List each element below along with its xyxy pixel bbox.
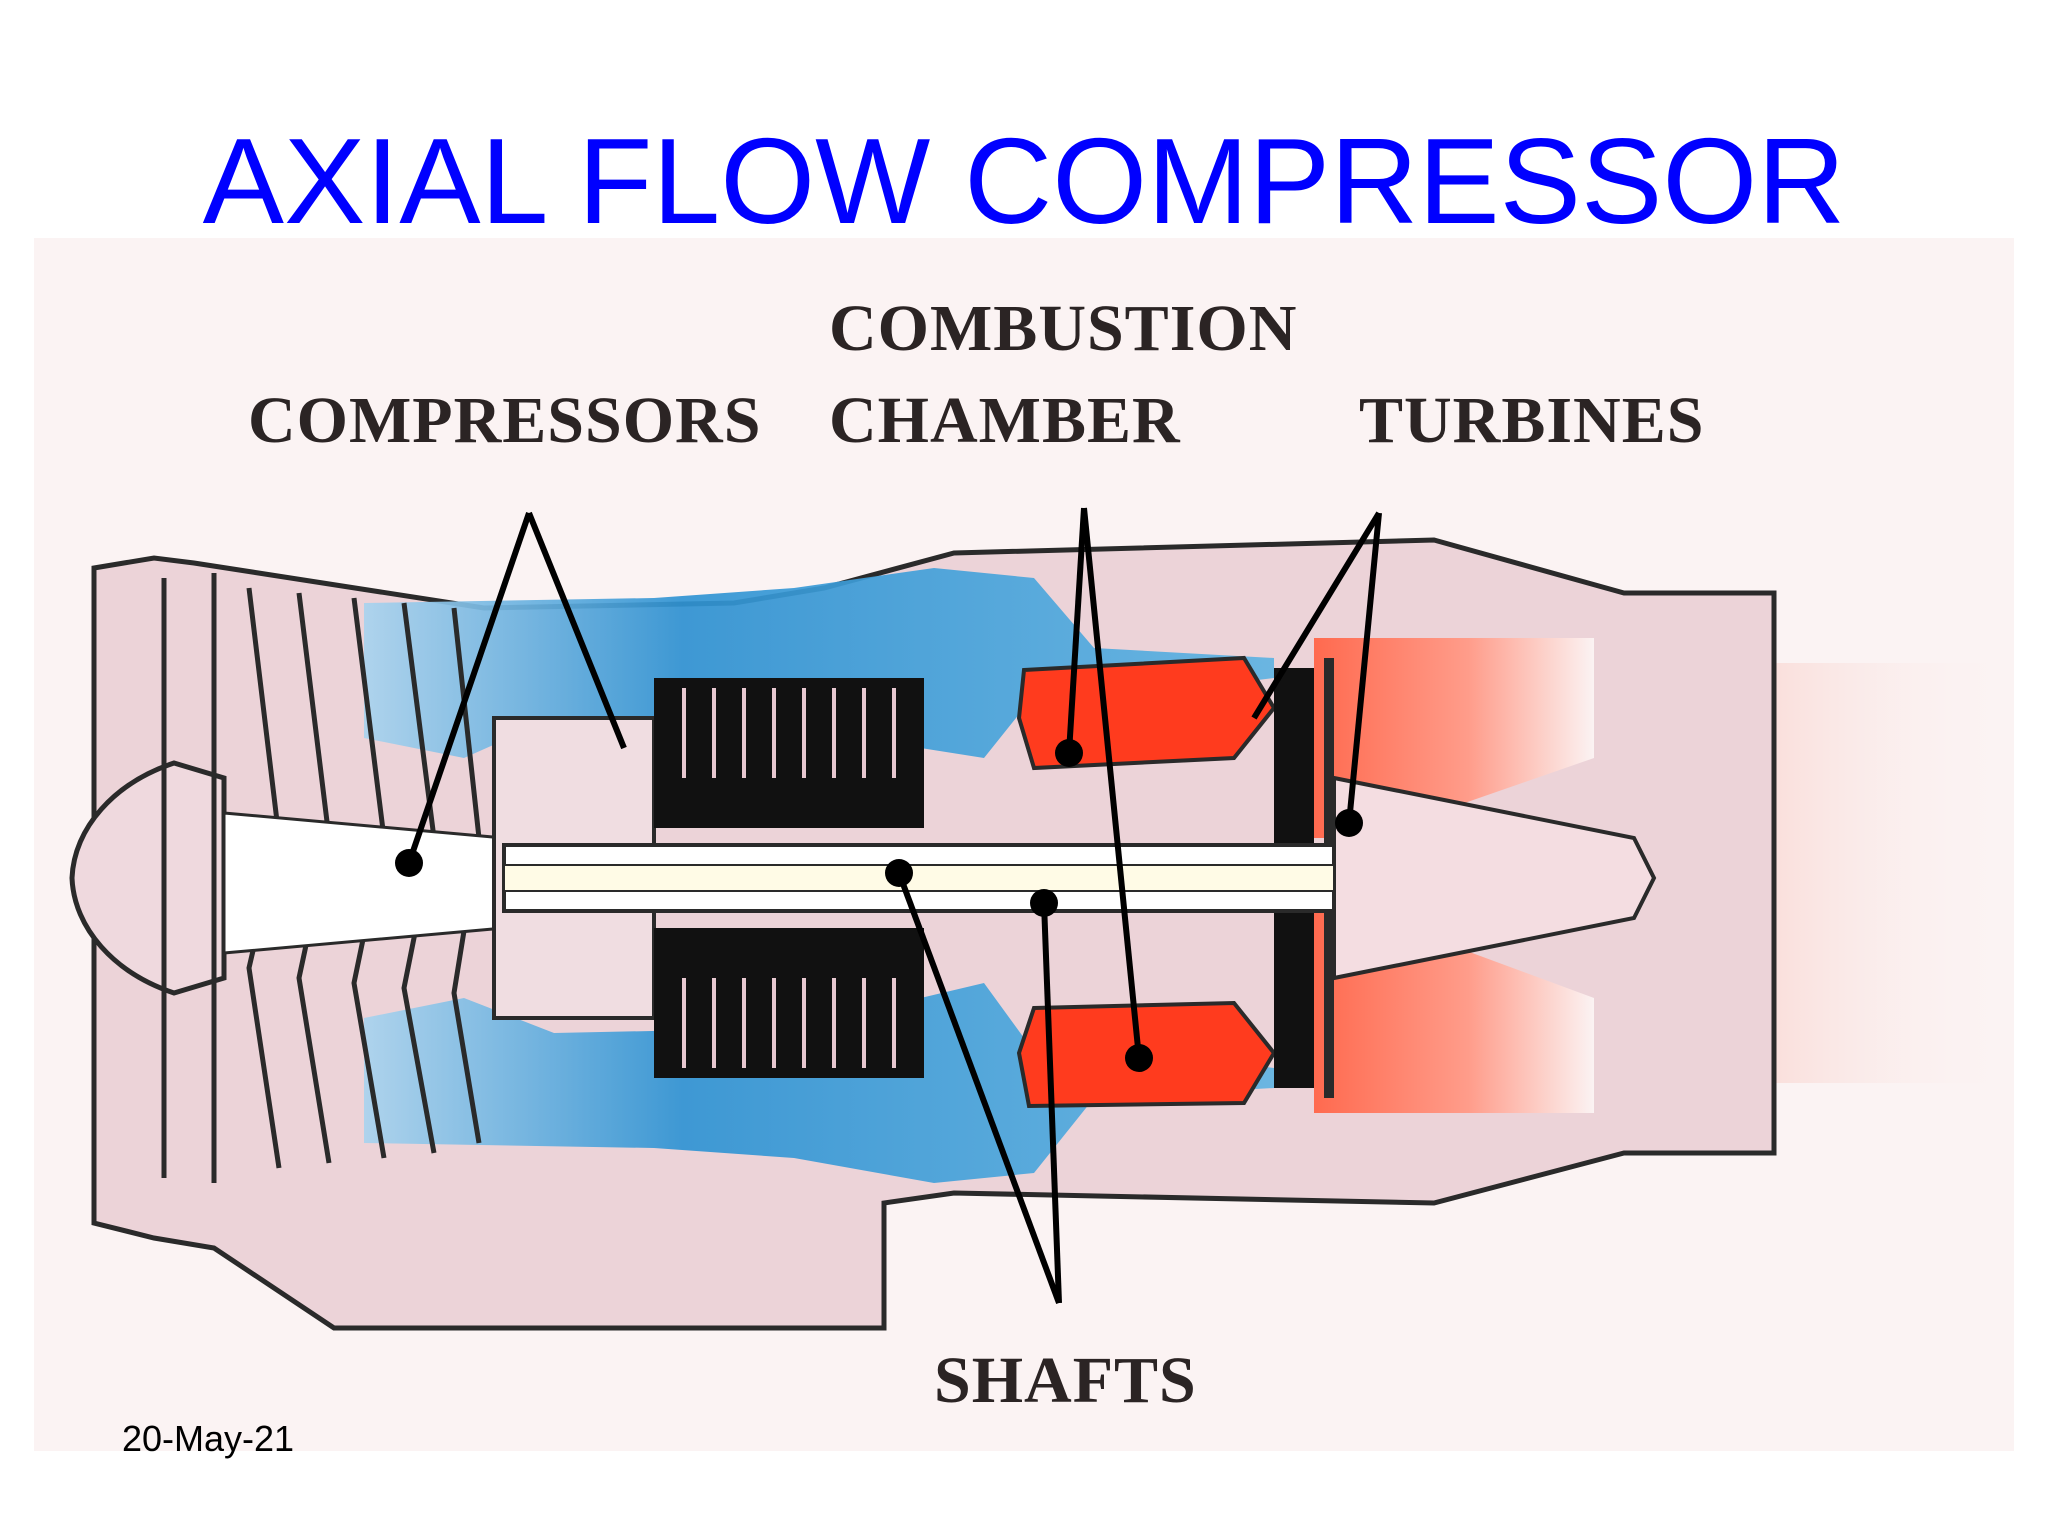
slide-date: 20-May-21 xyxy=(122,1418,295,1459)
hp-compressor-blades-lower xyxy=(654,928,924,1078)
engine-diagram: COMPRESSORS COMBUSTION CHAMBER TURBINES … xyxy=(34,238,2014,1451)
slide-title: AXIAL FLOW COMPRESSOR xyxy=(202,113,1846,249)
label-shafts: SHAFTS xyxy=(934,1344,1197,1417)
cold-air-upper xyxy=(364,568,1274,758)
combustion-chamber-upper xyxy=(1016,655,1277,771)
tail-cone xyxy=(1332,775,1657,981)
cold-air-lower xyxy=(364,983,1274,1183)
label-compressors: COMPRESSORS xyxy=(248,384,762,457)
label-turbines: TURBINES xyxy=(1359,384,1705,457)
engine-cutaway xyxy=(69,507,2014,1331)
exhaust-nozzle xyxy=(1624,590,1777,1156)
compressor-hub xyxy=(222,811,506,955)
hp-compressor-blades-upper xyxy=(654,678,924,828)
leader-dots xyxy=(395,739,1363,1072)
label-chamber: CHAMBER xyxy=(829,384,1181,457)
leader-lines xyxy=(406,507,1382,1305)
inner-shaft xyxy=(503,864,1335,892)
label-combustion: COMBUSTION xyxy=(829,292,1298,365)
intake-cone xyxy=(69,760,227,996)
